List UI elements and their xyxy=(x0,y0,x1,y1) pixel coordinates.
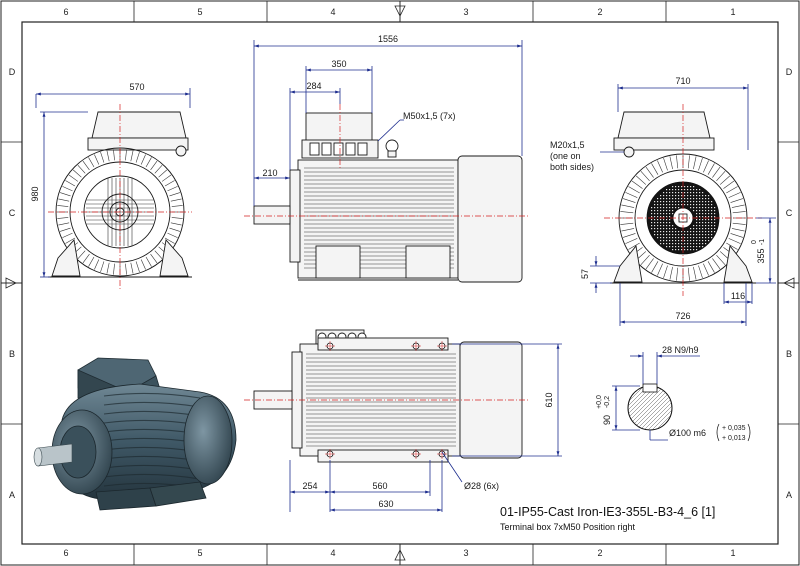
dim-shaft-tol: + 0,035 xyxy=(722,425,746,432)
dim-shaft-height: 355 xyxy=(756,248,766,263)
front-view: 570 980 xyxy=(30,82,192,290)
dim-foot-height: 57 xyxy=(580,269,590,279)
dim-key-tol: -0,2 xyxy=(604,396,611,408)
grid-row-label: D xyxy=(786,67,793,77)
motor-isometric-illustration xyxy=(33,357,237,511)
dim-foot-spacing: 560 xyxy=(372,481,387,491)
dim-front-height: 980 xyxy=(30,186,40,201)
dim-side-width: 710 xyxy=(675,76,690,86)
drawing-title: 01-IP55-Cast Iron-IE3-355L-B3-4_6 [1] xyxy=(500,505,715,519)
grid-col-label: 6 xyxy=(63,7,68,17)
dim-key-height: 90 xyxy=(602,415,612,425)
title-block: 01-IP55-Cast Iron-IE3-355L-B3-4_6 [1] Te… xyxy=(500,505,715,532)
shaft-section-detail: 28 N9/h9 90 +0,0 -0,2 Ø100 m6 + 0,035 + … xyxy=(596,345,751,442)
grid-row-label: D xyxy=(9,67,16,77)
grid-row-label: B xyxy=(9,349,15,359)
grid-col-label: 3 xyxy=(463,548,468,558)
label-cable-gland-main: M50x1,5 (7x) xyxy=(403,111,456,121)
dim-foot-offset: 254 xyxy=(302,481,317,491)
grid-col-label: 2 xyxy=(597,7,602,17)
drawing-subtitle: Terminal box 7xM50 Position right xyxy=(500,522,636,532)
label-cable-gland-aux-note: (one on xyxy=(550,151,581,161)
grid-col-label: 5 xyxy=(197,548,202,558)
dim-foot-overall: 630 xyxy=(378,499,393,509)
grid-row-label: B xyxy=(786,349,792,359)
grid-row-label: C xyxy=(786,208,793,218)
grid-col-label: 2 xyxy=(597,548,602,558)
label-cable-gland-aux: M20x1,5 xyxy=(550,140,585,150)
label-hole-diameter: Ø28 (6x) xyxy=(464,481,499,491)
dim-terminal-box-width: 350 xyxy=(331,59,346,69)
plan-view: 610 254 560 630 Ø28 (6x) xyxy=(244,329,562,512)
grid-col-label: 4 xyxy=(330,7,335,17)
dim-key-tol: +0,0 xyxy=(596,395,603,409)
grid-col-label: 1 xyxy=(730,7,735,17)
grid-col-label: 6 xyxy=(63,548,68,558)
dim-front-width: 570 xyxy=(129,82,144,92)
dim-side-overall: 726 xyxy=(675,311,690,321)
dim-shaft-tol: + 0,013 xyxy=(722,435,746,442)
grid-col-label: 3 xyxy=(463,7,468,17)
grid-col-label: 5 xyxy=(197,7,202,17)
side-view: 1556 350 284 210 M50x1,5 (7x) xyxy=(244,34,530,283)
grid-row-label: A xyxy=(786,490,792,500)
dim-terminal-box-offset: 284 xyxy=(306,81,321,91)
label-cable-gland-aux-note: both sides) xyxy=(550,162,594,172)
grid-row-label: A xyxy=(9,490,15,500)
grid-col-label: 4 xyxy=(330,548,335,558)
dim-shaft-diameter: Ø100 m6 xyxy=(669,428,706,438)
dim-plan-width: 610 xyxy=(544,392,554,407)
dim-overall-length: 1556 xyxy=(378,34,398,44)
dim-shaft-length: 210 xyxy=(262,168,277,178)
dim-foot-edge: 116 xyxy=(731,291,745,301)
dim-shaft-height-tol: 0 xyxy=(751,240,758,244)
drive-end-view: 710 M20x1,5 (one on both sides) 57 355 0… xyxy=(550,76,776,326)
grid-col-label: 1 xyxy=(730,548,735,558)
dim-key-width: 28 N9/h9 xyxy=(662,345,699,355)
dim-shaft-height-tol: -1 xyxy=(759,239,766,245)
grid-row-label: C xyxy=(9,208,16,218)
